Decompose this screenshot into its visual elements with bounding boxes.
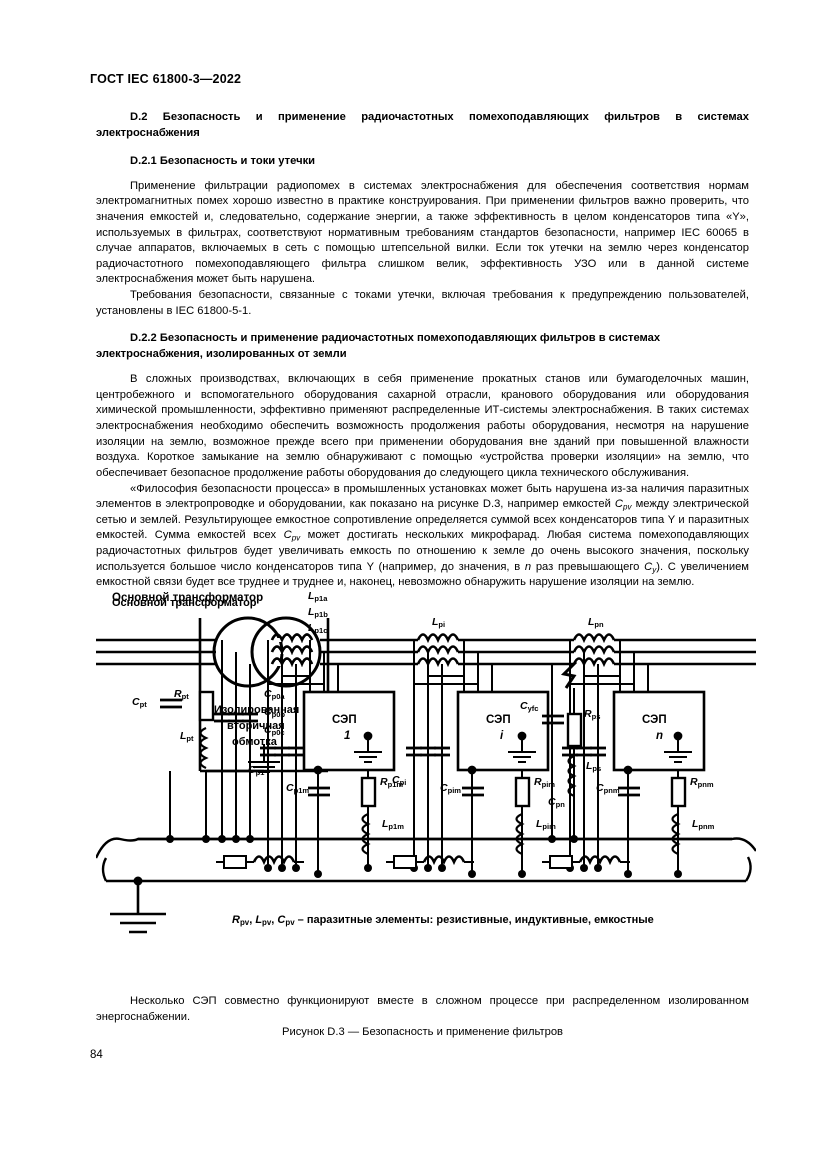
p22-mid3: раз превышающего (531, 560, 645, 573)
p22-tail: ). С увеличением емкостной связи будет в… (96, 560, 749, 589)
paragraph-d21-2: Требования безопасности, связанные с ток… (96, 289, 749, 317)
var-cpv-1-sub: pv (623, 502, 632, 512)
tail-paragraph-wrap: Несколько СЭП совместно функционируют вм… (96, 994, 749, 1025)
parasitic-rl-1 (216, 855, 304, 869)
figure-d3: Основной трансформатор Основной трансфор… (96, 590, 756, 996)
label-transformer-title: Основной трансформатор (112, 597, 257, 609)
var-n: n (524, 560, 532, 573)
heading-d2-1: D.2.1 Безопасность и токи утечки (130, 154, 316, 167)
page-header: ГОСТ IEC 61800-3—2022 (90, 72, 242, 86)
p22-mid2: может достигать нескольких микрофарад. Л… (96, 529, 749, 573)
var-cpv-1: C (614, 498, 623, 511)
p22-mid1: между электрической сетью и землей. Резу… (96, 498, 749, 542)
page-number: 84 (90, 1049, 103, 1061)
figure-d3-svg: Основной трансформатор (96, 597, 756, 934)
var-cpv-2-sub: pv (291, 533, 301, 543)
document-body: D.2 Безопасность и применение радиочасто… (96, 110, 749, 591)
var-cy-sub: y (652, 564, 657, 574)
p22-lead: «Философия безопасности процесса» в пром… (96, 482, 749, 511)
tail-paragraph: Несколько СЭП совместно функционируют вм… (96, 995, 749, 1023)
heading-d2-2: D.2.2 Безопасность и применение радиочас… (96, 332, 661, 361)
var-cy: C (644, 560, 653, 573)
var-cpv-2: C (283, 529, 292, 542)
parasitic-rl-3 (542, 855, 630, 869)
parasitic-rl-2 (386, 855, 474, 869)
paragraph-d22-2: «Философия безопасности процесса» в пром… (96, 482, 749, 591)
paragraph-d21-1: Применение фильтрации радиопомех в систе… (96, 179, 749, 286)
figure-caption: Рисунок D.3 — Безопасность и применение … (282, 1026, 563, 1038)
heading-d2: D.2 Безопасность и применение радиочасто… (96, 111, 749, 139)
paragraph-d22-1: В сложных производствах, включающих в се… (96, 373, 749, 479)
